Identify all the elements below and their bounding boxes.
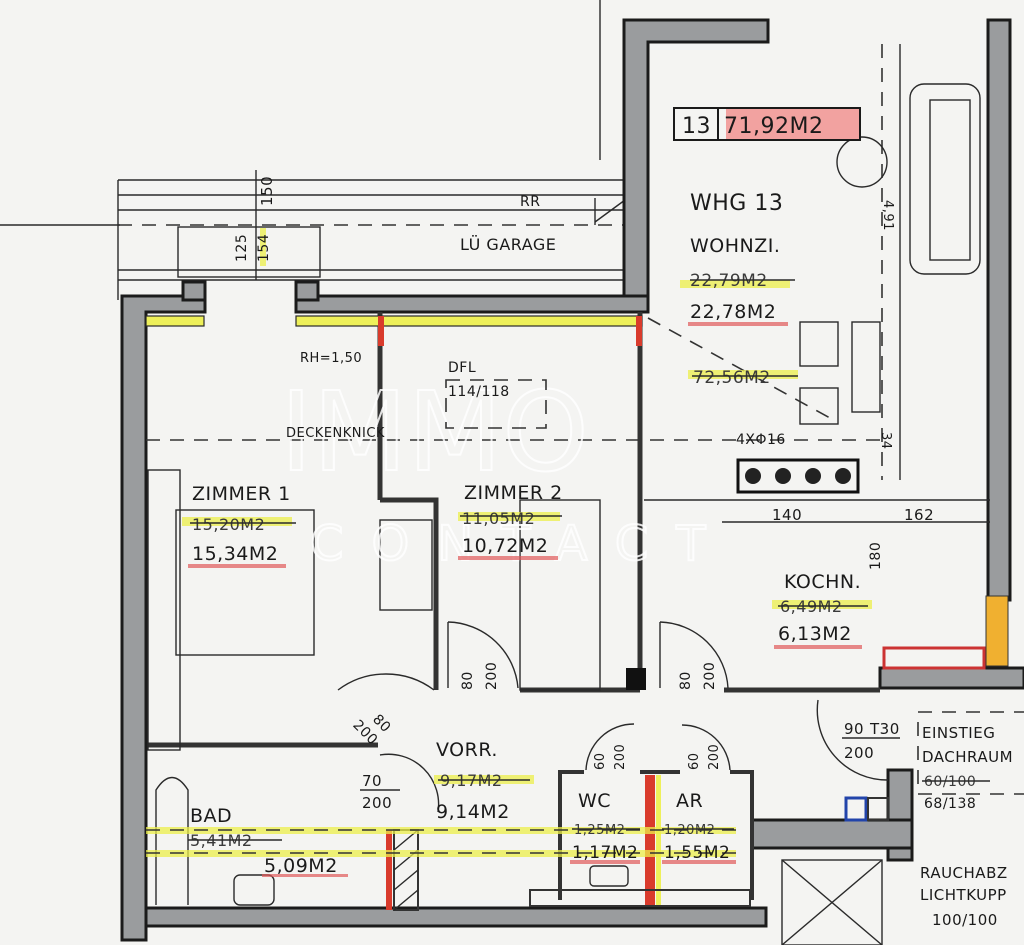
svg-text:200: 200 [362, 794, 392, 812]
room-zimmer2: ZIMMER 2 11,05M2 10,72M2 [458, 482, 563, 560]
svg-text:11,05M2: 11,05M2 [462, 509, 535, 528]
svg-text:162: 162 [904, 506, 934, 524]
rr-label: RR [520, 194, 540, 210]
skylight-box [781, 796, 889, 945]
rauch-size: 100/100 [932, 911, 998, 929]
annotations: LÜ GARAGE RR RH=1,50 DFL 114/118 DECKENK… [286, 194, 1024, 929]
svg-text:140: 140 [772, 506, 802, 524]
svg-text:70: 70 [362, 772, 382, 790]
svg-text:1,20M2: 1,20M2 [664, 823, 715, 838]
svg-text:34: 34 [878, 432, 893, 450]
stove [736, 458, 860, 494]
svg-text:VORR.: VORR. [436, 739, 498, 761]
svg-text:200: 200 [707, 744, 722, 770]
old-total-area: 72,56M2 [688, 368, 798, 388]
room-old-area: 22,79M2 [690, 271, 768, 291]
svg-text:ZIMMER 2: ZIMMER 2 [464, 482, 563, 504]
dfl-size: 114/118 [448, 384, 510, 400]
unit-badge: 13 71,92M2 [673, 107, 861, 141]
einstieg-line1: EINSTIEG [922, 724, 995, 742]
room-wohnzi: WOHNZI. 22,79M2 22,78M2 [680, 235, 795, 326]
svg-text:150: 150 [258, 176, 276, 206]
balcony-outline [117, 179, 628, 300]
svg-text:200: 200 [613, 744, 628, 770]
room-kochn: KOCHN. 6,49M2 6,13M2 [772, 571, 872, 649]
svg-text:154: 154 [256, 234, 272, 262]
svg-text:4,91: 4,91 [880, 200, 895, 231]
svg-text:15,34M2: 15,34M2 [192, 543, 278, 565]
watermark-immo: IMMO [280, 368, 589, 496]
room-new-area: 22,78M2 [690, 301, 776, 323]
dfl-label: DFL [448, 360, 476, 376]
room-ar: AR 1,20M2 1,55M2 [662, 790, 736, 864]
room-wc: WC 1,25M2 1,17M2 [570, 790, 640, 864]
einstieg-old: 60/100 [924, 774, 976, 790]
svg-text:1,55M2: 1,55M2 [664, 843, 730, 863]
door-swings [337, 621, 889, 813]
rauch-line2: LICHTKUPP [920, 886, 1007, 904]
svg-text:5,09M2: 5,09M2 [264, 855, 338, 877]
svg-text:72,56M2: 72,56M2 [693, 368, 771, 388]
stove-label: 4XΦ16 [736, 432, 786, 448]
svg-text:15,20M2: 15,20M2 [192, 515, 265, 534]
svg-text:WC: WC [578, 790, 611, 812]
watermark-contact: CONTACT [310, 516, 734, 572]
interior-walls [147, 312, 880, 906]
unit-number: 13 [682, 114, 711, 139]
svg-text:1,17M2: 1,17M2 [572, 843, 638, 863]
svg-text:200: 200 [484, 662, 500, 690]
unit-area: 71,92M2 [724, 114, 823, 139]
room-zimmer1: ZIMMER 1 15,20M2 15,34M2 [182, 483, 296, 568]
dimensions: 150 125 154 4,91 34 140 162 180 [234, 170, 990, 570]
svg-text:125: 125 [234, 234, 250, 262]
svg-text:9,14M2: 9,14M2 [436, 801, 510, 823]
svg-text:1,25M2: 1,25M2 [574, 823, 625, 838]
svg-text:90: 90 [844, 720, 864, 738]
walls [120, 18, 1024, 942]
svg-text:180: 180 [868, 542, 884, 570]
deckenknick-label: DECKENKNICK [286, 426, 385, 441]
svg-text:60: 60 [593, 752, 608, 770]
apartment-label: WHG 13 [690, 191, 783, 216]
rh-label: RH=1,50 [300, 351, 362, 366]
svg-text:200: 200 [844, 744, 874, 762]
svg-text:T30: T30 [869, 720, 900, 738]
room-name: WOHNZI. [690, 235, 780, 257]
svg-text:200: 200 [702, 662, 718, 690]
svg-text:AR: AR [676, 790, 703, 812]
svg-text:BAD: BAD [190, 805, 232, 827]
einstieg-line2: DACHRAUM [922, 748, 1013, 766]
rauch-line1: RAUCHABZ [920, 864, 1008, 882]
living-furniture [146, 44, 990, 501]
lu-garage-label: LÜ GARAGE [460, 235, 556, 254]
svg-text:ZIMMER 1: ZIMMER 1 [192, 483, 291, 505]
svg-text:10,72M2: 10,72M2 [462, 535, 548, 557]
svg-text:60: 60 [687, 752, 702, 770]
room-bad: BAD 5,41M2 5,09M2 [188, 805, 348, 877]
einstieg-new: 68/138 [924, 796, 976, 812]
svg-text:80: 80 [460, 671, 476, 690]
room-vorr: VORR. 9,17M2 9,14M2 [434, 739, 534, 823]
shaft-hatch [386, 829, 751, 911]
svg-text:6,13M2: 6,13M2 [778, 623, 852, 645]
svg-text:80: 80 [678, 671, 694, 690]
svg-text:KOCHN.: KOCHN. [784, 571, 861, 593]
